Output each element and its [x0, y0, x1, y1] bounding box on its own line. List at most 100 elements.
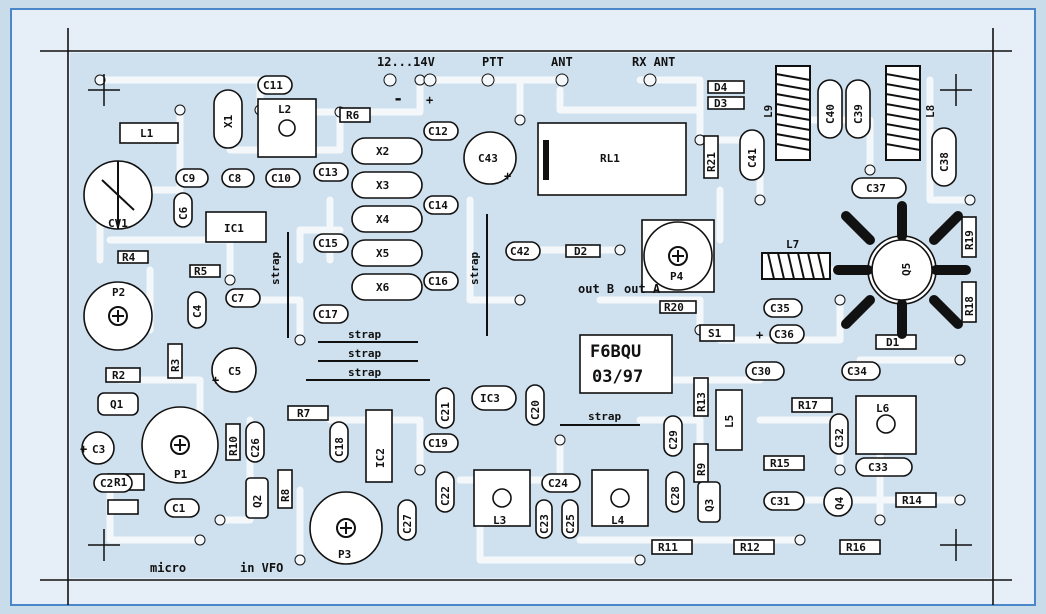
designator-c18: C18 [333, 437, 346, 457]
designator-c41: C41 [746, 148, 759, 168]
designator-d2: D2 [574, 245, 587, 258]
designator-c34: C34 [847, 365, 867, 378]
designator-c13: C13 [318, 166, 338, 179]
designator-q2: Q2 [251, 495, 264, 508]
svg-text:+: + [212, 373, 219, 387]
designator-q5: Q5 [900, 263, 913, 276]
component-outlines [81, 75, 977, 565]
label-micro: micro [150, 561, 186, 575]
pcb-labels: 12...14V PTT ANT RX ANT - + out B out A … [150, 55, 675, 575]
designator-c28: C28 [669, 486, 682, 506]
designator-x3: X3 [376, 179, 389, 192]
designator-c23: C23 [538, 514, 551, 534]
designator-r19: R19 [963, 230, 976, 250]
trimmer-symbols [101, 140, 688, 538]
designator-r14: R14 [902, 494, 922, 507]
designator-rl1: RL1 [600, 152, 620, 165]
polarity-marks: + + + + [80, 169, 763, 456]
board-title: F6BQU [590, 342, 641, 362]
designator-c20: C20 [529, 400, 542, 420]
designator-c6: C6 [177, 206, 190, 220]
label-ant: ANT [551, 55, 573, 69]
label-out-b: out B [578, 282, 614, 296]
strap-lines [287, 214, 640, 426]
designator-c16: C16 [428, 275, 448, 288]
designator-c43: C43 [478, 152, 498, 165]
coil-windings [761, 65, 921, 280]
designator-c11: C11 [263, 79, 283, 92]
board-date: 03/97 [592, 367, 643, 387]
designator-r15: R15 [770, 457, 790, 470]
svg-text:+: + [504, 169, 511, 183]
designator-cv1: CV1 [108, 217, 128, 230]
designator-c24: C24 [548, 477, 568, 490]
designator-r17: R17 [798, 399, 818, 412]
designator-c1: C1 [172, 502, 186, 515]
designator-c19: C19 [428, 437, 448, 450]
designator-c27: C27 [401, 514, 414, 534]
designator-c32: C32 [833, 428, 846, 448]
strap-label: strap [348, 328, 381, 341]
strap-label: strap [348, 347, 381, 360]
designator-p1: P1 [174, 468, 188, 481]
designator-r9: R9 [695, 463, 708, 476]
designator-d1: D1 [886, 336, 900, 349]
designator-c14: C14 [428, 199, 448, 212]
designator-q4: Q4 [833, 496, 846, 510]
designator-c31: C31 [770, 495, 790, 508]
designator-r3: R3 [169, 359, 182, 372]
designator-r1: R1 [114, 476, 128, 489]
designator-x2: X2 [376, 145, 389, 158]
designator-r16: R16 [846, 541, 866, 554]
designator-c8: C8 [228, 172, 241, 185]
board-outline [40, 28, 1012, 605]
label-supply: 12...14V [377, 55, 435, 69]
designator-c38: C38 [938, 152, 951, 172]
designator-r8: R8 [279, 489, 292, 502]
strap-label: strap [468, 252, 481, 285]
label-ptt: PTT [482, 55, 504, 69]
svg-text:+: + [756, 328, 763, 342]
designator-c21: C21 [439, 402, 452, 422]
label-out-a: out A [624, 282, 661, 296]
label-minus: - [393, 89, 403, 109]
designator-c40: C40 [824, 104, 837, 124]
component-designators: C11 L2 R6 C12 D4 D3 L9 C40 C39 L8 L1 X1 … [92, 79, 976, 561]
label-in-vfo: in VFO [240, 561, 283, 575]
designator-l8: L8 [924, 105, 937, 118]
designator-c10: C10 [271, 172, 291, 185]
designator-c29: C29 [667, 430, 680, 450]
designator-r13: R13 [695, 392, 708, 412]
designator-l3: L3 [493, 514, 506, 527]
designator-r20: R20 [664, 301, 684, 314]
designator-q1: Q1 [110, 398, 124, 411]
designator-r5: R5 [194, 265, 207, 278]
designator-s1: S1 [708, 327, 722, 340]
designator-ic1: IC1 [224, 222, 244, 235]
designator-p4: P4 [670, 270, 684, 283]
designator-c39: C39 [852, 104, 865, 124]
designator-c15: C15 [318, 237, 338, 250]
designator-l7: L7 [786, 238, 799, 251]
designator-c33: C33 [868, 461, 888, 474]
designator-r4: R4 [122, 251, 136, 264]
designator-p3: P3 [338, 548, 351, 561]
designator-d4: D4 [714, 81, 728, 94]
designator-l9: L9 [762, 105, 775, 118]
strap-label: strap [348, 366, 381, 379]
designator-c30: C30 [751, 365, 771, 378]
designator-c37: C37 [866, 182, 886, 195]
designator-c36: C36 [774, 328, 794, 341]
designator-r11: R11 [658, 541, 678, 554]
label-rx-ant: RX ANT [632, 55, 675, 69]
designator-r18: R18 [963, 296, 976, 316]
strap-label: strap [588, 410, 621, 423]
designator-c22: C22 [439, 486, 452, 506]
designator-c4: C4 [191, 304, 204, 318]
designator-ic3: IC3 [480, 392, 500, 405]
designator-x5: X5 [376, 247, 389, 260]
designator-x1: X1 [222, 114, 235, 128]
designator-l4: L4 [611, 514, 625, 527]
designator-q3: Q3 [703, 499, 716, 512]
